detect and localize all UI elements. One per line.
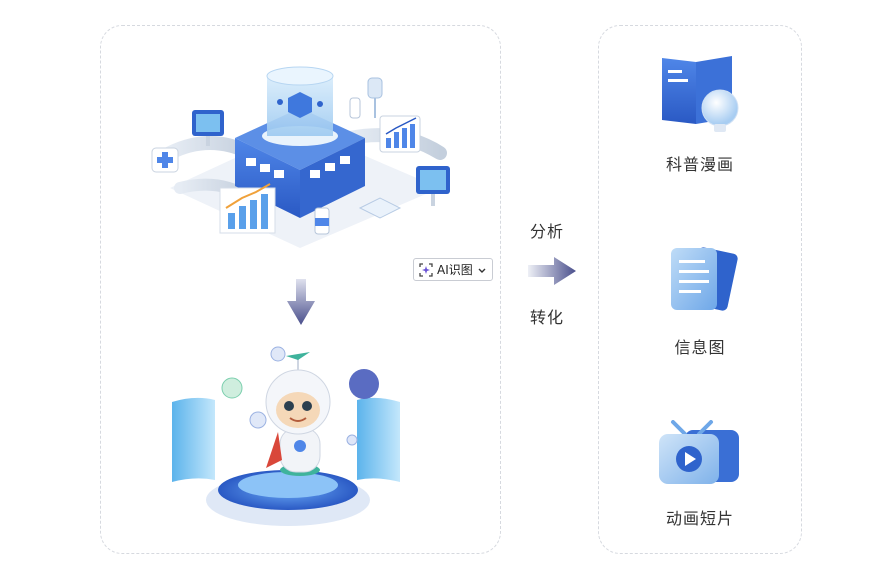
output-label-animation: 动画短片 <box>665 509 734 528</box>
convert-label: 转化 <box>530 308 565 327</box>
ai-button-label: AI识图 <box>437 263 473 277</box>
medical-factory-illustration <box>151 66 450 248</box>
document-icon <box>671 247 738 311</box>
analyze-label: 分析 <box>530 222 565 241</box>
output-label-comic: 科普漫画 <box>665 155 734 174</box>
robot-mascot-illustration <box>172 346 400 526</box>
outputs-panel <box>598 25 802 554</box>
output-label-infographic: 信息图 <box>674 338 726 357</box>
down-arrow-icon <box>287 279 315 325</box>
ai-image-recognition-dropdown[interactable]: AI识图 <box>413 258 493 281</box>
right-arrow-icon <box>528 257 576 285</box>
source-panel <box>100 25 501 554</box>
ai-scan-icon <box>419 262 433 277</box>
chevron-down-icon <box>478 268 486 273</box>
video-play-icon <box>659 420 739 484</box>
book-icon <box>662 56 739 132</box>
